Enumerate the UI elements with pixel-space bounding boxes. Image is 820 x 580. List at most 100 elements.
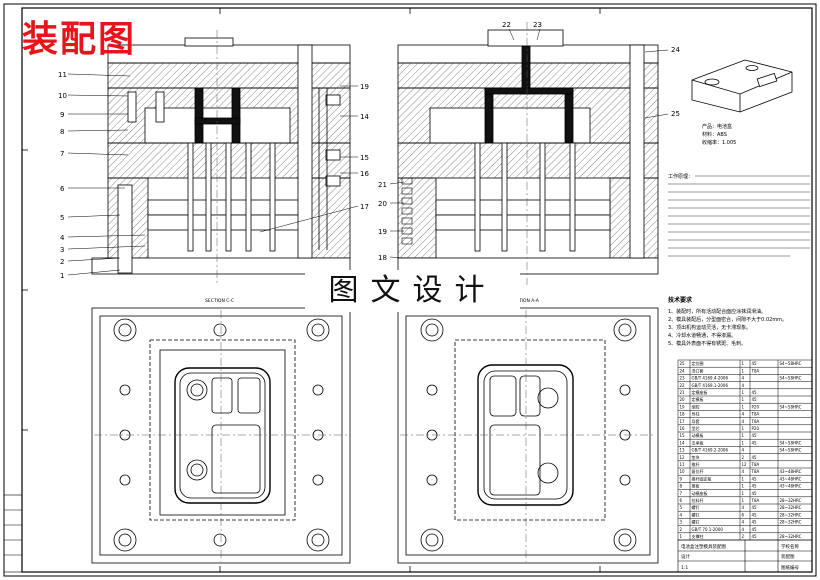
callout-16: 16: [360, 170, 369, 178]
callout-10: 10: [58, 92, 67, 100]
bom-cell: 24: [680, 368, 686, 373]
bom-cell: 45: [752, 527, 758, 532]
callout-14: 14: [360, 113, 369, 121]
bom-cell: 17: [680, 419, 686, 424]
bom-cell: 14: [680, 440, 686, 445]
left-plan-view: [91, 307, 351, 564]
title-block-designer: 设计: [681, 553, 690, 560]
bom-cell: 4: [680, 512, 683, 517]
bom-cell: 2: [680, 527, 683, 532]
bom-cell: 拉料杆: [692, 497, 704, 503]
bom-cell: GB/T 70.1-2000: [692, 527, 724, 532]
shrink-label: 收缩率：1.005: [702, 139, 736, 146]
bom-cell: 推杆: [692, 461, 700, 467]
bom-cell: S4~58HRC: [780, 376, 802, 381]
right-callout-labels: 21 20 19 18 22 23 24 25: [378, 21, 680, 262]
bom-cell: 45: [752, 520, 758, 525]
bom-cell: 4: [742, 419, 745, 424]
bom-cell: 20: [680, 397, 686, 402]
bom-cell: T8A: [751, 368, 760, 373]
bom-cell: 型芯: [692, 425, 700, 431]
bom-cell: 8: [680, 484, 683, 489]
bom-cell: 垫块: [692, 454, 700, 460]
bom-cell: 型腔: [692, 403, 700, 409]
bom-cell: 导柱: [692, 411, 700, 417]
bom-cell: S4~58HRC: [780, 404, 802, 409]
bom-cell: 1: [680, 534, 683, 539]
callout-5: 5: [60, 214, 64, 222]
bom-cell: 3: [680, 520, 683, 525]
bom-cell: 螺钉: [692, 504, 700, 510]
bom-cell: 45: [752, 397, 758, 402]
callout-25: 25: [671, 110, 680, 118]
bom-cell: 1: [742, 491, 745, 496]
bom-cell: P20: [752, 404, 760, 409]
bom-cell: 浇口套: [692, 367, 704, 373]
callout-4: 4: [60, 234, 65, 242]
bom-cell: 1: [742, 361, 745, 366]
tech-req-line: 5、模具外表面不得有锈斑、毛刺。: [668, 340, 746, 347]
callout-11: 11: [58, 71, 67, 79]
bom-cell: 4: [742, 520, 745, 525]
bom-cell: 6: [742, 512, 745, 517]
bom-cell: 支撑柱: [692, 533, 704, 539]
callout-7: 7: [60, 150, 64, 158]
title-block-school: 学校名称: [781, 543, 799, 550]
bom-cell: 15: [680, 433, 686, 438]
bom-cell: 1: [742, 390, 745, 395]
bom-cell: 4: [742, 412, 745, 417]
callout-6: 6: [60, 185, 65, 193]
bom-cell: 45: [752, 491, 758, 496]
section-label-right: SECTION A-A: [510, 298, 540, 304]
right-callouts: [389, 28, 669, 259]
bom-cell: 18: [680, 412, 686, 417]
bom-cell: 5: [680, 505, 683, 510]
bom-cell: 导套: [692, 418, 700, 424]
callout-1: 1: [60, 272, 64, 280]
bom-cell: 45: [752, 390, 758, 395]
bom-cell: GB/T 4169.1-2006: [692, 383, 729, 388]
bom-cell: 45: [752, 476, 758, 481]
bom-cell: 10: [680, 469, 686, 474]
bom-cell: 16: [680, 426, 686, 431]
bom-cell: 45: [752, 534, 758, 539]
bom-cell: 45: [752, 505, 758, 510]
bom-cell: 4: [742, 383, 745, 388]
callout-17: 17: [360, 203, 369, 211]
bom-cell: T8A: [751, 498, 760, 503]
revision-strip: [3, 494, 23, 573]
tech-req-line: 3、顶出机构运动灵活，无卡滞现象。: [668, 324, 751, 331]
bom-cell: T8A: [751, 469, 760, 474]
bom-cell: 1: [742, 368, 745, 373]
left-section-view: [91, 30, 351, 285]
bom-cell: GB/T 4169.2-2006: [692, 448, 729, 453]
bom-cell: 动模板: [692, 432, 704, 438]
bom-cell: 4: [742, 505, 745, 510]
tech-req-title: 技术要求: [668, 296, 693, 304]
bom-cell: 9: [680, 476, 683, 481]
bom-cell: 4: [742, 376, 745, 381]
bom-cell: GB/T 4169.4-2006: [692, 376, 729, 381]
bom-cell: T8A: [751, 412, 760, 417]
right-plan-view: [397, 307, 659, 564]
bom-cell: 45: [752, 361, 758, 366]
bom-cell: 45: [752, 512, 758, 517]
title-block-drawing-no: 图纸编号: [781, 564, 799, 571]
bom-cell: 12: [742, 462, 748, 467]
bom-cell: 43~48HRC: [780, 469, 802, 474]
section-label-left: SECTION C-C: [205, 298, 234, 304]
bom-cell: 22: [680, 383, 686, 388]
bom-cell: 28~32HRC: [780, 505, 802, 510]
bom-cell: 4: [742, 527, 745, 532]
bom-cell: 1: [742, 440, 745, 445]
callout-19b: 19: [378, 228, 387, 236]
title-block-scale: 1:1: [681, 565, 688, 571]
bom-cell: 28~32HRC: [780, 512, 802, 517]
bom-cell: 28~32HRC: [780, 498, 802, 503]
callout-2: 2: [60, 258, 64, 266]
product-sketch: [691, 59, 793, 113]
callout-19a: 19: [360, 83, 369, 91]
product-info: 产品：电池盒 材料：ABS 收缩率：1.005: [702, 123, 736, 146]
bom-cell: 定模板: [692, 396, 704, 402]
